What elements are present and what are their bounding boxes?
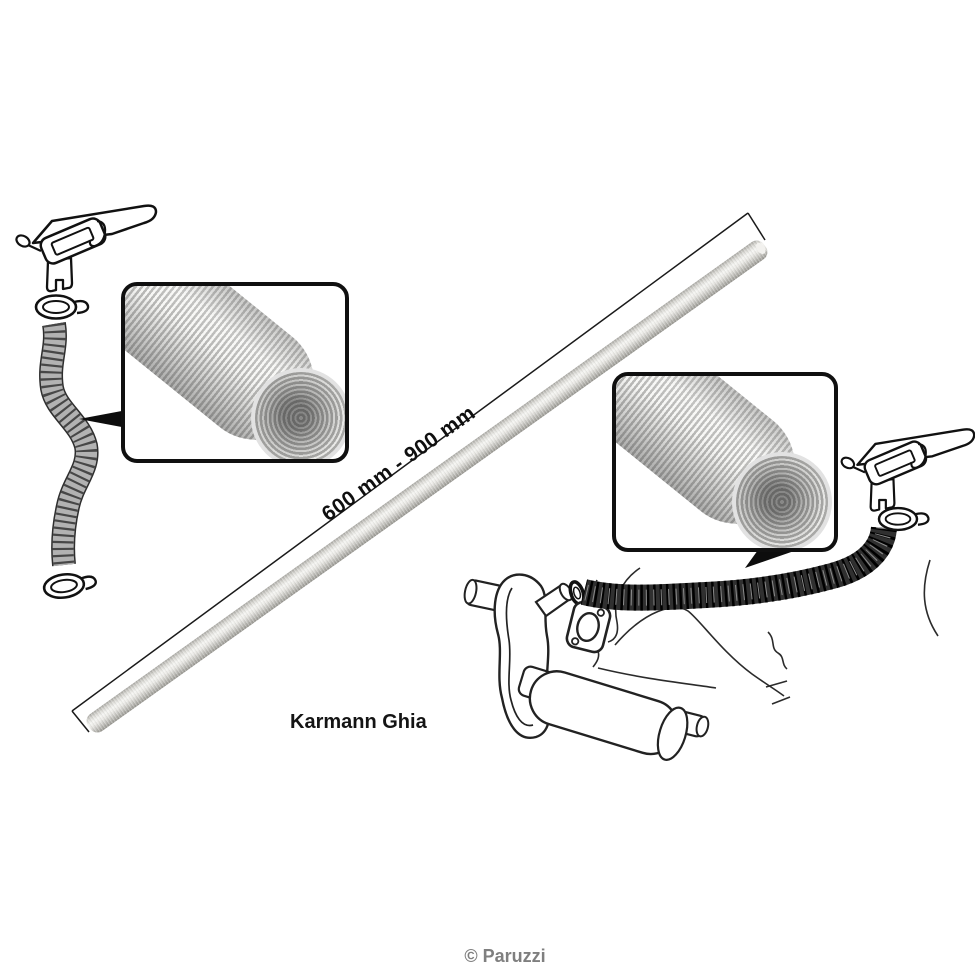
callout-arrow-icon bbox=[79, 410, 127, 428]
tube-closeup-inset-left bbox=[121, 282, 349, 463]
watermark: © Paruzzi bbox=[464, 946, 546, 966]
muffler-icon bbox=[528, 670, 689, 761]
hose-clamp-icon bbox=[34, 294, 90, 320]
corrugated-hose-gray-icon bbox=[39, 322, 99, 567]
hose-clamp-icon bbox=[877, 506, 930, 532]
right-installation-drawing bbox=[463, 428, 975, 761]
corrugated-hose-black-icon bbox=[580, 525, 897, 611]
tube-open-end bbox=[251, 368, 345, 459]
heater-duct-icon bbox=[13, 204, 158, 293]
hose-clamp-icon bbox=[41, 568, 99, 602]
exhaust-gasket-icon bbox=[565, 600, 612, 654]
left-installation-drawing bbox=[13, 204, 158, 602]
dimension-line bbox=[71, 212, 766, 733]
tube-closeup-inset-right bbox=[612, 372, 838, 552]
callout-arrow-icon bbox=[745, 550, 797, 568]
tube-open-end bbox=[732, 452, 832, 548]
model-label: Karmann Ghia bbox=[290, 711, 427, 733]
heater-duct-icon bbox=[838, 428, 975, 512]
